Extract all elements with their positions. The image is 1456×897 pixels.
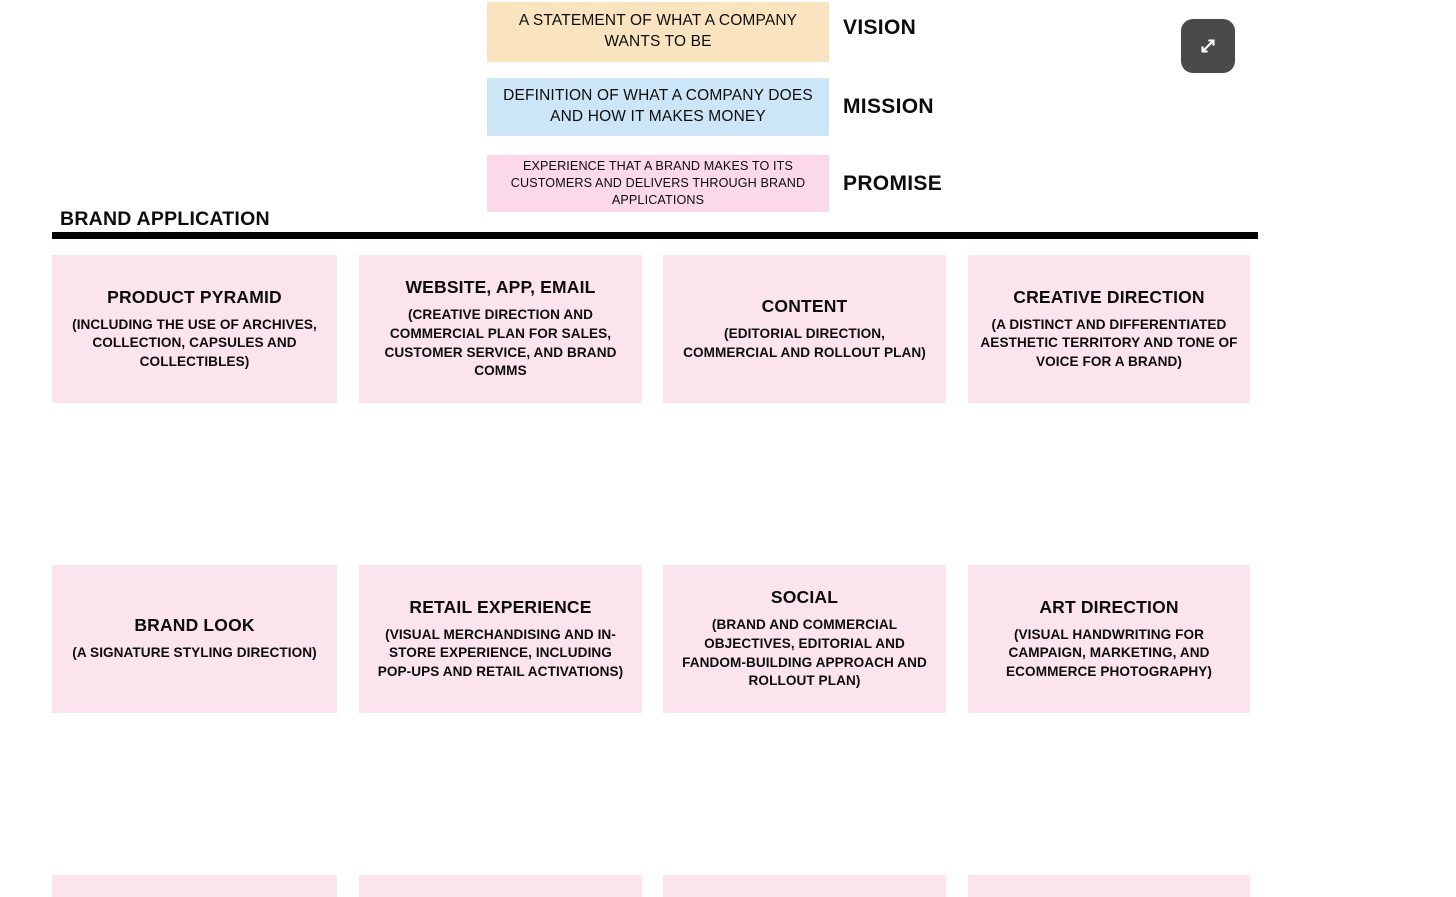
mission-label: MISSION xyxy=(843,95,934,118)
card-fandom[interactable]: FANDOM (SUBCULTURES AND COMMUNITIES THAT… xyxy=(663,875,946,897)
card-title: CREATIVE DIRECTION xyxy=(1013,286,1205,307)
card-description: (A DISTINCT AND DIFFERENTIATED AESTHETIC… xyxy=(980,316,1238,369)
card-title: CONTENT xyxy=(761,295,848,316)
card-description: (VISUAL MERCHANDISING AND IN-STORE EXPER… xyxy=(377,626,624,679)
card-title: SOCIAL xyxy=(770,587,839,608)
section-divider xyxy=(52,232,1258,239)
card-retail-experience[interactable]: RETAIL EXPERIENCE (VISUAL MERCHANDISING … xyxy=(359,565,642,713)
card-description: (EDITORIAL DIRECTION, COMMERCIAL AND ROL… xyxy=(683,325,926,360)
card-creative-direction[interactable]: CREATIVE DIRECTION (A DISTINCT AND DIFFE… xyxy=(968,255,1250,403)
card-merch[interactable]: MERCH (DIRECTION AND SCOPE OF MERCH AND … xyxy=(52,875,337,897)
card-website-app-email[interactable]: WEBSITE, APP, EMAIL (CREATIVE DIRECTION … xyxy=(359,255,642,403)
card-row-4: CULTURAL INFLUENCE (PR, PARTNERSHIPS, SP… xyxy=(52,699,1250,844)
vision-label: VISION xyxy=(843,16,917,39)
card-title: PRODUCTION xyxy=(1049,896,1168,897)
card-description: (BRAND AND COMMERCIAL OBJECTIVES, EDITOR… xyxy=(682,617,927,689)
card-brand-look[interactable]: BRAND LOOK (A SIGNATURE STYLING DIRECTIO… xyxy=(52,565,337,713)
expand-button[interactable] xyxy=(1181,19,1235,73)
card-description: (VISUAL HANDWRITING FOR CAMPAIGN, MARKET… xyxy=(1006,626,1212,679)
card-media[interactable]: MEDIA (MEDIA PLANNING AND BUYING, MEDIA … xyxy=(359,875,642,897)
card-title: RETAIL EXPERIENCE xyxy=(409,596,592,617)
card-row-2: BRAND LOOK (A SIGNATURE STYLING DIRECTIO… xyxy=(52,403,1250,713)
expand-arrows-icon xyxy=(1195,33,1221,59)
card-description: (A SIGNATURE STYLING DIRECTION) xyxy=(72,645,317,661)
card-title: PRODUCT PYRAMID xyxy=(107,286,282,307)
card-description: (CREATIVE DIRECTION AND COMMERCIAL PLAN … xyxy=(384,307,617,379)
card-title: WEBSITE, APP, EMAIL xyxy=(405,277,596,298)
card-production[interactable]: PRODUCTION (DELIVERY OF A CONSISTENT BRA… xyxy=(968,875,1250,897)
brand-application-grid: PRODUCT PYRAMID (INCLUDING THE USE OF AR… xyxy=(52,255,1250,897)
card-product-pyramid[interactable]: PRODUCT PYRAMID (INCLUDING THE USE OF AR… xyxy=(52,255,337,403)
card-row-1: PRODUCT PYRAMID (INCLUDING THE USE OF AR… xyxy=(52,255,1250,403)
card-title: BRAND LOOK xyxy=(134,615,255,636)
mission-statement-box: DEFINITION OF WHAT A COMPANY DOES AND HO… xyxy=(487,78,829,136)
card-social[interactable]: SOCIAL (BRAND AND COMMERCIAL OBJECTIVES,… xyxy=(663,565,946,713)
card-content[interactable]: CONTENT (EDITORIAL DIRECTION, COMMERCIAL… xyxy=(663,255,946,403)
vision-statement-box: A STATEMENT OF WHAT A COMPANY WANTS TO B… xyxy=(487,2,829,62)
promise-statement-box: EXPERIENCE THAT A BRAND MAKES TO ITS CUS… xyxy=(487,155,829,212)
card-art-direction[interactable]: ART DIRECTION (VISUAL HANDWRITING FOR CA… xyxy=(968,565,1250,713)
page-title: BRAND APPLICATION xyxy=(60,208,270,230)
card-description: (INCLUDING THE USE OF ARCHIVES, COLLECTI… xyxy=(72,316,317,369)
card-row-3: MERCH (DIRECTION AND SCOPE OF MERCH AND … xyxy=(52,551,1250,897)
card-title: ART DIRECTION xyxy=(1039,596,1179,617)
promise-label: PROMISE xyxy=(843,172,943,195)
